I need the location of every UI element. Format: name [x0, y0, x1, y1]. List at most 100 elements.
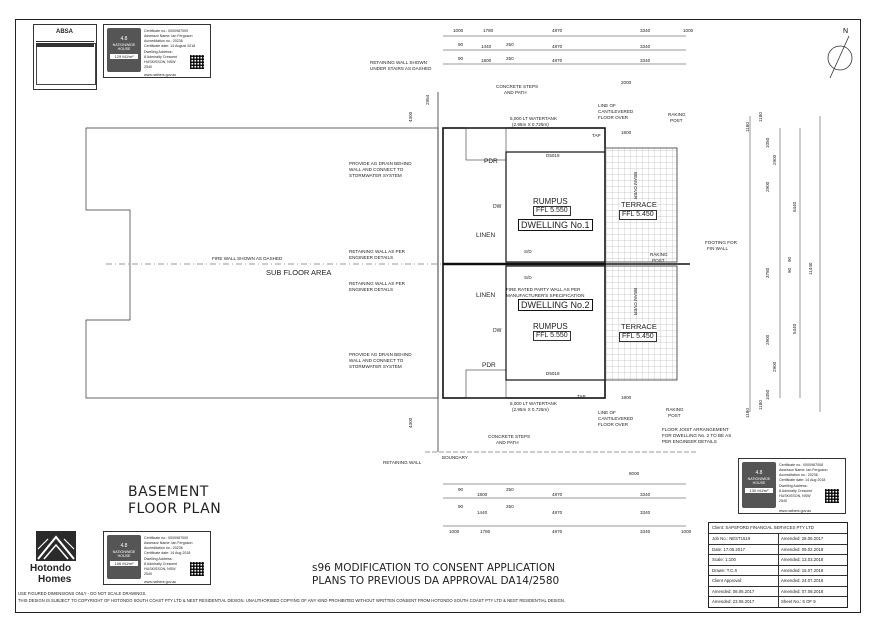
- note: CONCRETE STEPS: [488, 434, 531, 439]
- qr-code-icon: [190, 55, 204, 69]
- qr-code-icon: [190, 562, 204, 576]
- dim-value: 250: [506, 42, 514, 47]
- dim-value: 3340: [640, 58, 651, 63]
- dim-value: 8000: [629, 471, 640, 476]
- cert-row: 2540: [779, 499, 787, 503]
- dim-value: 2954: [425, 94, 430, 105]
- energy-value: 129 MJ/m²: [110, 54, 138, 59]
- dim-value: 3780: [765, 267, 770, 278]
- cert-footer: www.nathers.gov.au: [144, 73, 177, 77]
- dim-value: 90: [458, 504, 464, 509]
- tb-right: Amended: 28.06.2017: [781, 536, 824, 541]
- door-label-1: D5018: [546, 153, 560, 158]
- note: CANTILEVERED: [598, 109, 634, 114]
- note: (2.95m X 0.725m): [512, 122, 549, 127]
- room-level-2: FFL 5.550: [533, 331, 571, 342]
- dim-value: 90: [787, 256, 792, 262]
- dim-value: 1000: [453, 28, 464, 33]
- dwelling-label-2: DWELLING No.2: [518, 299, 593, 312]
- tb-left: Job No.: NEST1519: [712, 536, 751, 541]
- linen-label-1: LINEN: [476, 232, 496, 239]
- door-label-2: D5018: [546, 371, 560, 376]
- dim-value: 3340: [640, 44, 651, 49]
- description-line1: s96 MODIFICATION TO CONSENT APPLICATION: [312, 562, 555, 574]
- description-box: s96 MODIFICATION TO CONSENT APPLICATION …: [306, 558, 706, 588]
- dim-value: 4300: [408, 111, 413, 122]
- cert-row: Certificate no.: 0000987008: [779, 463, 824, 467]
- hotondo-logo-icon: [36, 531, 76, 561]
- dim-value: 1800: [621, 130, 632, 135]
- tb-right: Amended: 07.08.2018: [781, 588, 824, 594]
- dim-value: 3340: [640, 28, 651, 33]
- dim-value: 90: [458, 487, 464, 492]
- dim-value: 1800: [621, 395, 632, 400]
- note: 5,000 LT WATERTANK: [510, 401, 557, 406]
- cert-row: Assessor Name: Ian Ferguson: [144, 34, 193, 38]
- cert-footer: www.nathers.gov.au: [779, 509, 812, 513]
- cert-row: Dwelling Address:: [144, 50, 173, 54]
- tb-left: Scale: 1:100: [712, 557, 736, 562]
- absa-logo-text: ABSA: [56, 29, 74, 35]
- note: UNDER STAIRS AS DASHED: [370, 66, 432, 71]
- rating-value: 4.8: [120, 543, 128, 549]
- pdr-label-2: PDR: [482, 362, 496, 369]
- sd-label-1: S/D: [524, 249, 532, 254]
- dim-value: 1050: [765, 389, 770, 400]
- firewall-label: FIRE WALL SHOWN AS DASHED: [212, 256, 283, 261]
- note: CANTILEVERED: [598, 416, 634, 421]
- dim-value: 5440: [792, 323, 797, 334]
- cert-row: Accreditation no.: 20236: [144, 546, 183, 550]
- tb-left: Amended: 08.06.2017: [712, 588, 755, 594]
- cert-row: Dwelling Address:: [144, 557, 173, 561]
- note: RETAINING WALL SHOWN: [370, 60, 427, 65]
- rating-value: 4.8: [755, 470, 763, 476]
- note: RAKING: [668, 112, 686, 117]
- star-rating-badge: 4.8 NATIONWIDE HOUSE 106 MJ/m²: [107, 535, 141, 579]
- divider: [709, 554, 847, 555]
- tap-label-1: TAP: [592, 133, 601, 138]
- dim-value: 4870: [552, 44, 563, 49]
- dim-value: 1180: [745, 408, 750, 418]
- energy-certificate-3: 4.8 NATIONWIDE HOUSE 130 MJ/m² Certifica…: [738, 458, 846, 514]
- cert-row: Accreditation no.: 20236: [779, 473, 818, 477]
- dim-value: 1000: [681, 529, 692, 534]
- dim-value: 4870: [552, 28, 563, 33]
- dim-value: 250: [506, 487, 514, 492]
- dim-value: 4870: [552, 510, 563, 515]
- cert-row: 2540: [144, 65, 152, 69]
- drawing-border: [15, 19, 861, 613]
- divider: [709, 543, 847, 545]
- note: FLOOR JOIST ARRANGEMENT: [662, 427, 729, 432]
- rating-value: 4.8: [120, 36, 128, 42]
- star-rating-badge: 4.8 NATIONWIDE HOUSE 129 MJ/m²: [107, 28, 141, 72]
- note: FLOOR OVER: [598, 422, 629, 427]
- note: POST: [668, 413, 681, 418]
- dwelling-label-1: DWELLING No.1: [518, 219, 593, 232]
- sd-label-2: S/D: [524, 275, 532, 280]
- note: STORMWATER SYSTEM: [349, 173, 402, 178]
- cert-row: 2540: [144, 572, 152, 576]
- note: RAKING: [666, 407, 684, 412]
- dim-value: 1780: [480, 529, 491, 534]
- dim-value: 1440: [477, 510, 488, 515]
- description-line2: PLANS TO PREVIOUS DA APPROVAL DA14/2580: [312, 575, 560, 587]
- logo-line1: Hotondo: [30, 563, 72, 574]
- note: FOOTING FOR: [705, 240, 737, 245]
- note: POST: [652, 258, 665, 263]
- divider: [778, 533, 779, 607]
- terrace-label-1: TERRACE: [621, 200, 657, 210]
- dim-value: 90: [787, 267, 792, 273]
- note: WALL AND CONNECT TO: [349, 358, 404, 363]
- badge-label: NATIONWIDE HOUSE: [747, 477, 771, 485]
- dim-value: 1800: [477, 492, 488, 497]
- note: FLOOR OVER: [598, 115, 629, 120]
- cert-row: 8 Admiralty Crescent: [779, 489, 813, 493]
- terrace-label-2: TERRACE: [621, 322, 657, 332]
- note: AND PATH: [504, 90, 527, 95]
- energy-certificate-1: ABSA: [33, 24, 97, 90]
- tb-right: Sheet No.: 5 OF 9: [781, 599, 816, 604]
- dim-value: 2000: [621, 80, 632, 85]
- dim-value: 3340: [640, 510, 651, 515]
- footnote-1: USE FIGURED DIMENSIONS ONLY - DO NOT SCA…: [18, 591, 147, 596]
- note: STORMWATER SYSTEM: [349, 364, 402, 369]
